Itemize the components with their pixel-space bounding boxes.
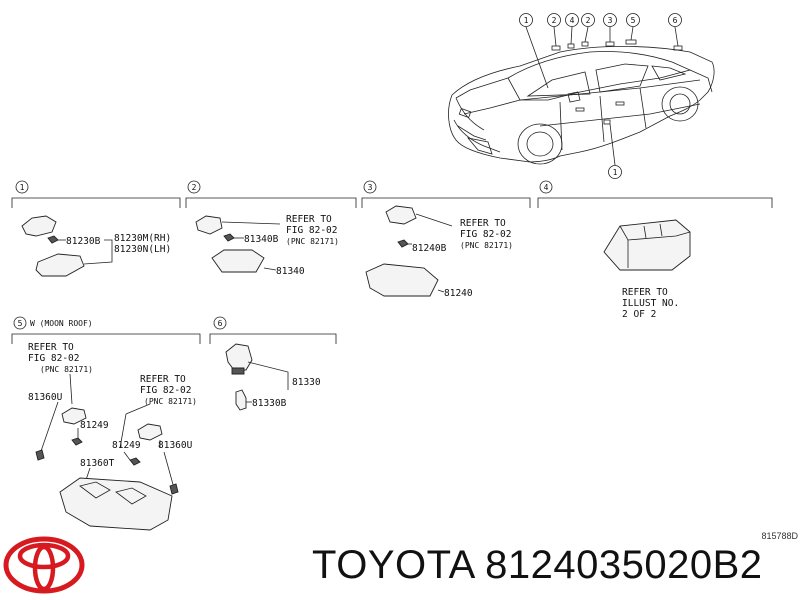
svg-text:REFER TO: REFER TO xyxy=(622,287,668,298)
lamp-socket-part xyxy=(21,215,57,237)
svg-text:5: 5 xyxy=(631,16,636,25)
section-2: 2 REFER TO FIG 82-02 (PNC 82171) 81340B … xyxy=(185,180,357,277)
diagram-code: 815788D xyxy=(761,531,798,541)
svg-text:(PNC 82171): (PNC 82171) xyxy=(144,397,197,406)
svg-text:1: 1 xyxy=(524,16,529,25)
bulb-part xyxy=(129,457,141,466)
bulb-part xyxy=(235,389,247,411)
section-6: 6 81330 81330B xyxy=(209,316,337,411)
svg-text:4: 4 xyxy=(570,16,575,25)
svg-text:2: 2 xyxy=(552,16,557,25)
svg-text:81340: 81340 xyxy=(276,266,305,277)
svg-text:81249: 81249 xyxy=(112,440,141,451)
svg-text:81360U: 81360U xyxy=(28,392,63,403)
bulb-part xyxy=(223,233,235,242)
map-lamp-part xyxy=(61,407,87,425)
callout-circle: 5 xyxy=(626,13,640,27)
bulb-part xyxy=(47,235,59,244)
svg-text:81230B: 81230B xyxy=(66,236,101,247)
callout-circle: 1 xyxy=(608,165,622,179)
section-5: 5 W (MOON ROOF) REFER TO FIG 82-02 (PNC … xyxy=(11,316,201,531)
toyota-logo xyxy=(3,536,85,594)
svg-text:81230N(LH): 81230N(LH) xyxy=(114,244,171,255)
section-1: 1 81230B 81230M(RH) 81230N(LH) xyxy=(11,180,181,277)
svg-text:81360U: 81360U xyxy=(158,440,193,451)
svg-text:FIG 82-02: FIG 82-02 xyxy=(460,229,511,240)
svg-text:2: 2 xyxy=(586,16,591,25)
bulb-part xyxy=(71,437,83,446)
car-callouts: 1 2 4 2 3 5 6 1 xyxy=(519,13,682,179)
svg-text:REFER TO: REFER TO xyxy=(140,374,186,385)
svg-text:6: 6 xyxy=(218,319,223,328)
svg-text:81240: 81240 xyxy=(444,288,473,299)
map-lamp-housing-part xyxy=(59,477,173,531)
car-illustration xyxy=(448,39,715,165)
svg-text:REFER TO: REFER TO xyxy=(460,218,506,229)
svg-text:(PNC 82171): (PNC 82171) xyxy=(460,241,513,250)
svg-text:(PNC 82171): (PNC 82171) xyxy=(286,237,339,246)
svg-text:(PNC 82171): (PNC 82171) xyxy=(40,365,93,374)
svg-text:81330B: 81330B xyxy=(252,398,287,409)
svg-text:81240B: 81240B xyxy=(412,243,447,254)
callout-circle: 2 xyxy=(547,13,561,27)
svg-text:81330: 81330 xyxy=(292,377,321,388)
svg-text:81340B: 81340B xyxy=(244,234,279,245)
connector-part xyxy=(195,215,223,235)
callout-circle: 2 xyxy=(581,13,595,27)
bulb-part xyxy=(397,239,409,248)
svg-text:FIG 82-02: FIG 82-02 xyxy=(140,385,191,396)
svg-text:2 OF 2: 2 OF 2 xyxy=(622,309,656,320)
lamp-socket-part xyxy=(225,343,253,371)
callout-circle: 4 xyxy=(565,13,579,27)
callout-circle: 1 xyxy=(519,13,533,27)
lamp-housing-part xyxy=(211,249,265,273)
svg-text:3: 3 xyxy=(368,183,373,192)
svg-text:4: 4 xyxy=(544,183,549,192)
svg-text:1: 1 xyxy=(613,168,618,177)
callout-circle: 6 xyxy=(668,13,682,27)
connector-part xyxy=(385,205,417,225)
svg-text:81360T: 81360T xyxy=(80,458,115,469)
svg-text:1: 1 xyxy=(20,183,25,192)
console-part xyxy=(603,219,691,271)
svg-text:ILLUST NO.: ILLUST NO. xyxy=(622,298,679,309)
callout-circle: 3 xyxy=(603,13,617,27)
svg-text:FIG 82-02: FIG 82-02 xyxy=(286,225,337,236)
lamp-lens-part xyxy=(35,253,85,277)
svg-text:2: 2 xyxy=(192,183,197,192)
svg-text:6: 6 xyxy=(673,16,678,25)
map-lamp-part xyxy=(137,423,163,441)
svg-text:REFER TO: REFER TO xyxy=(28,342,74,353)
svg-text:3: 3 xyxy=(608,16,613,25)
section-4: 4 REFER TO ILLUST NO. 2 OF 2 xyxy=(537,180,773,320)
callout-leaders xyxy=(525,26,679,166)
svg-text:81230M(RH): 81230M(RH) xyxy=(114,233,171,244)
lamp-housing-part xyxy=(365,263,439,297)
svg-text:5: 5 xyxy=(18,319,23,328)
svg-text:FIG 82-02: FIG 82-02 xyxy=(28,353,79,364)
part-number-caption: TOYOTA 8124035020B2 xyxy=(312,543,763,587)
svg-text:W (MOON ROOF): W (MOON ROOF) xyxy=(30,319,93,328)
section-3: 3 REFER TO FIG 82-02 (PNC 82171) 81240B … xyxy=(361,180,531,299)
svg-text:REFER TO: REFER TO xyxy=(286,214,332,225)
svg-text:81249: 81249 xyxy=(80,420,109,431)
